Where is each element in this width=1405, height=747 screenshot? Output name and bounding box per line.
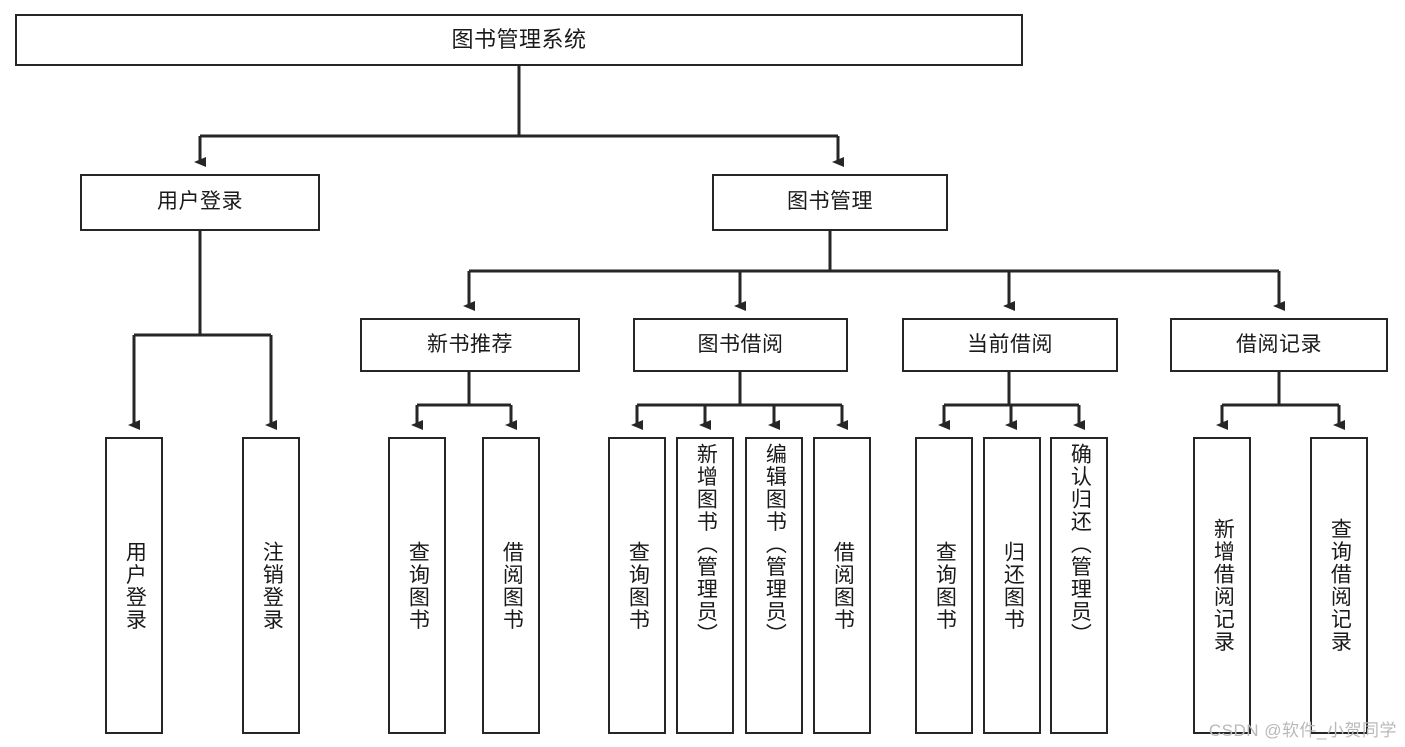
node-leaf-edit-book[interactable]: 编辑图书（管理员） xyxy=(745,437,803,734)
node-leaf-return-book[interactable]: 归还图书 xyxy=(983,437,1041,734)
node-leaf-user-login-label: 用户登录 xyxy=(123,540,147,631)
node-leaf-user-login[interactable]: 用户登录 xyxy=(105,437,163,734)
node-leaf-query-book-2-label: 查询图书 xyxy=(626,540,650,631)
node-book-manage[interactable]: 图书管理 xyxy=(712,174,948,231)
node-root[interactable]: 图书管理系统 xyxy=(15,14,1023,66)
node-book-borrow-label: 图书借阅 xyxy=(697,332,784,356)
node-leaf-add-record-label: 新增借阅记录 xyxy=(1211,518,1235,653)
node-borrow-record-label: 借阅记录 xyxy=(1236,332,1322,356)
node-leaf-query-record[interactable]: 查询借阅记录 xyxy=(1310,437,1368,734)
node-leaf-edit-book-label: 编辑图书（管理员） xyxy=(763,443,787,646)
node-leaf-confirm-return[interactable]: 确认归还（管理员） xyxy=(1050,437,1108,734)
node-root-label: 图书管理系统 xyxy=(451,27,587,53)
node-book-borrow[interactable]: 图书借阅 xyxy=(633,318,848,372)
node-leaf-add-book-label: 新增图书（管理员） xyxy=(694,443,718,646)
node-leaf-query-book-3-label: 查询图书 xyxy=(933,540,957,631)
node-user-login[interactable]: 用户登录 xyxy=(80,174,320,231)
node-leaf-logout[interactable]: 注销登录 xyxy=(242,437,300,734)
node-current-borrow-label: 当前借阅 xyxy=(967,332,1053,356)
node-leaf-query-book-2[interactable]: 查询图书 xyxy=(608,437,666,734)
node-leaf-query-book-3[interactable]: 查询图书 xyxy=(915,437,973,734)
node-leaf-borrow-book-2-label: 借阅图书 xyxy=(831,540,855,631)
node-leaf-confirm-return-label: 确认归还（管理员） xyxy=(1068,443,1092,646)
node-leaf-query-record-label: 查询借阅记录 xyxy=(1328,518,1352,653)
watermark-text: CSDN @软件_小贺同学 xyxy=(1208,721,1397,740)
node-current-borrow[interactable]: 当前借阅 xyxy=(902,318,1118,372)
node-leaf-query-book-1-label: 查询图书 xyxy=(406,540,430,631)
node-leaf-borrow-book-2[interactable]: 借阅图书 xyxy=(813,437,871,734)
node-user-login-label: 用户登录 xyxy=(157,190,243,214)
node-leaf-borrow-book-1[interactable]: 借阅图书 xyxy=(482,437,540,734)
node-borrow-record[interactable]: 借阅记录 xyxy=(1170,318,1388,372)
node-leaf-borrow-book-1-label: 借阅图书 xyxy=(500,540,524,631)
node-leaf-return-book-label: 归还图书 xyxy=(1001,540,1025,631)
node-leaf-add-book[interactable]: 新增图书（管理员） xyxy=(676,437,734,734)
node-leaf-logout-label: 注销登录 xyxy=(260,540,284,631)
node-book-manage-label: 图书管理 xyxy=(787,190,873,214)
node-new-book-rec-label: 新书推荐 xyxy=(427,332,513,356)
node-new-book-rec[interactable]: 新书推荐 xyxy=(360,318,580,372)
node-leaf-query-book-1[interactable]: 查询图书 xyxy=(388,437,446,734)
node-leaf-add-record[interactable]: 新增借阅记录 xyxy=(1193,437,1251,734)
